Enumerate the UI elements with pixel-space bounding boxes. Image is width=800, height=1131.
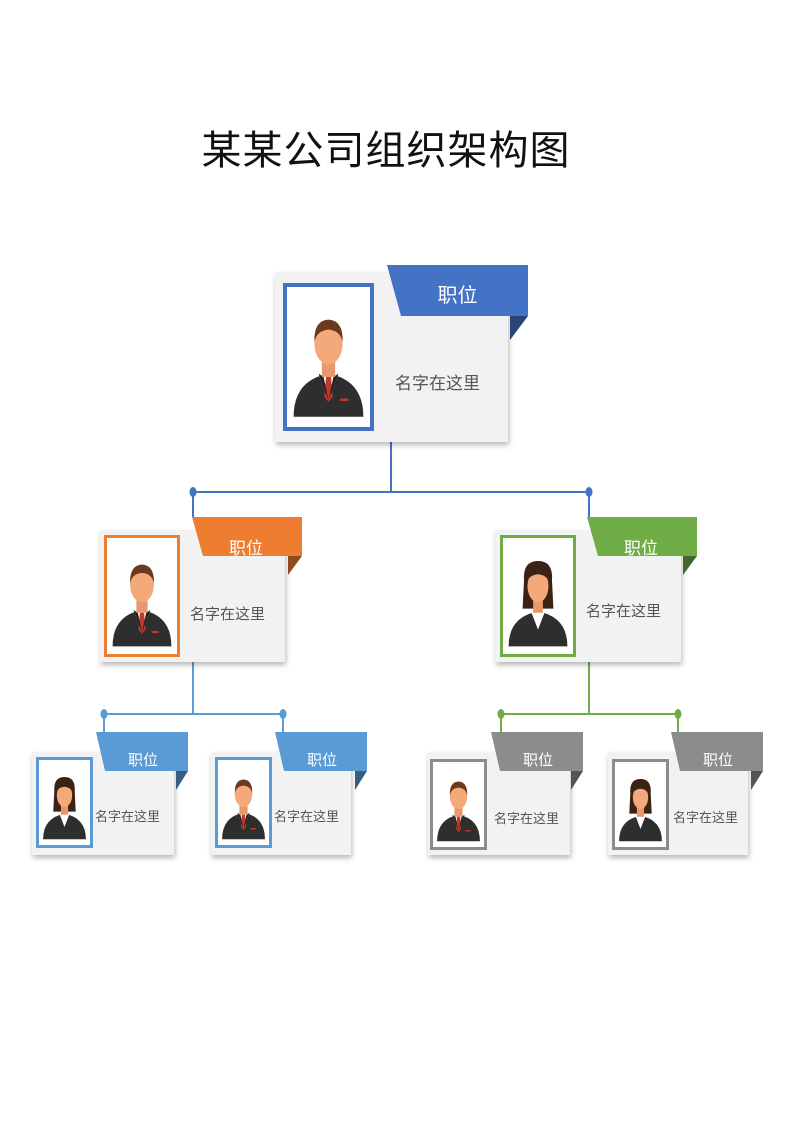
role-ribbon (96, 732, 188, 790)
role-label: 职位 (306, 751, 337, 769)
org-card-staff[interactable]: 职位 名字在这里 (428, 732, 583, 855)
role-label: 职位 (127, 751, 158, 769)
photo-frame (612, 759, 669, 850)
person-name: 名字在这里 (395, 374, 480, 394)
org-card-ceo[interactable]: 职位 名字在这里 (275, 265, 528, 442)
photo-frame (430, 759, 487, 850)
connector-dot (279, 709, 287, 719)
person-name: 名字在这里 (673, 811, 739, 826)
org-card-manager-left[interactable]: 职位 名字在这里 (100, 517, 302, 662)
person-name: 名字在这里 (494, 812, 560, 827)
male-avatar-icon (222, 779, 265, 840)
female-avatar-icon (43, 777, 86, 840)
person-name: 名字在这里 (95, 810, 161, 825)
male-avatar-icon (293, 319, 364, 417)
org-card-staff[interactable]: 职位 名字在这里 (608, 732, 763, 855)
photo-frame (104, 535, 180, 657)
role-ribbon (587, 517, 697, 575)
org-card-manager-right[interactable]: 职位 名字在这里 (495, 517, 697, 662)
male-avatar-icon (112, 564, 172, 647)
photo-frame (36, 757, 93, 848)
person-name: 名字在这里 (274, 810, 340, 825)
role-label: 职位 (229, 539, 263, 559)
photo-frame (215, 757, 272, 848)
female-avatar-icon (508, 561, 568, 647)
role-label: 职位 (624, 539, 658, 559)
role-ribbon (491, 732, 583, 790)
connector-dot (189, 487, 197, 497)
connector-dot (497, 709, 505, 719)
role-ribbon (387, 265, 528, 340)
role-ribbon (671, 732, 763, 790)
org-card-staff[interactable]: 职位 名字在这里 (32, 732, 188, 855)
role-ribbon (192, 517, 302, 575)
person-name: 名字在这里 (190, 605, 266, 623)
photo-frame (283, 283, 374, 431)
photo-frame (500, 535, 576, 657)
page-title: 某某公司组织架构图 (201, 128, 571, 174)
role-label: 职位 (437, 283, 478, 307)
connector-dot (585, 487, 593, 497)
role-label: 职位 (702, 751, 733, 769)
male-avatar-icon (437, 781, 480, 842)
role-label: 职位 (522, 751, 553, 769)
female-avatar-icon (619, 779, 662, 842)
connector-dot (674, 709, 682, 719)
role-ribbon (275, 732, 367, 790)
person-name: 名字在这里 (586, 602, 662, 620)
org-card-staff[interactable]: 职位 名字在这里 (211, 732, 367, 855)
connector-dot (100, 709, 108, 719)
